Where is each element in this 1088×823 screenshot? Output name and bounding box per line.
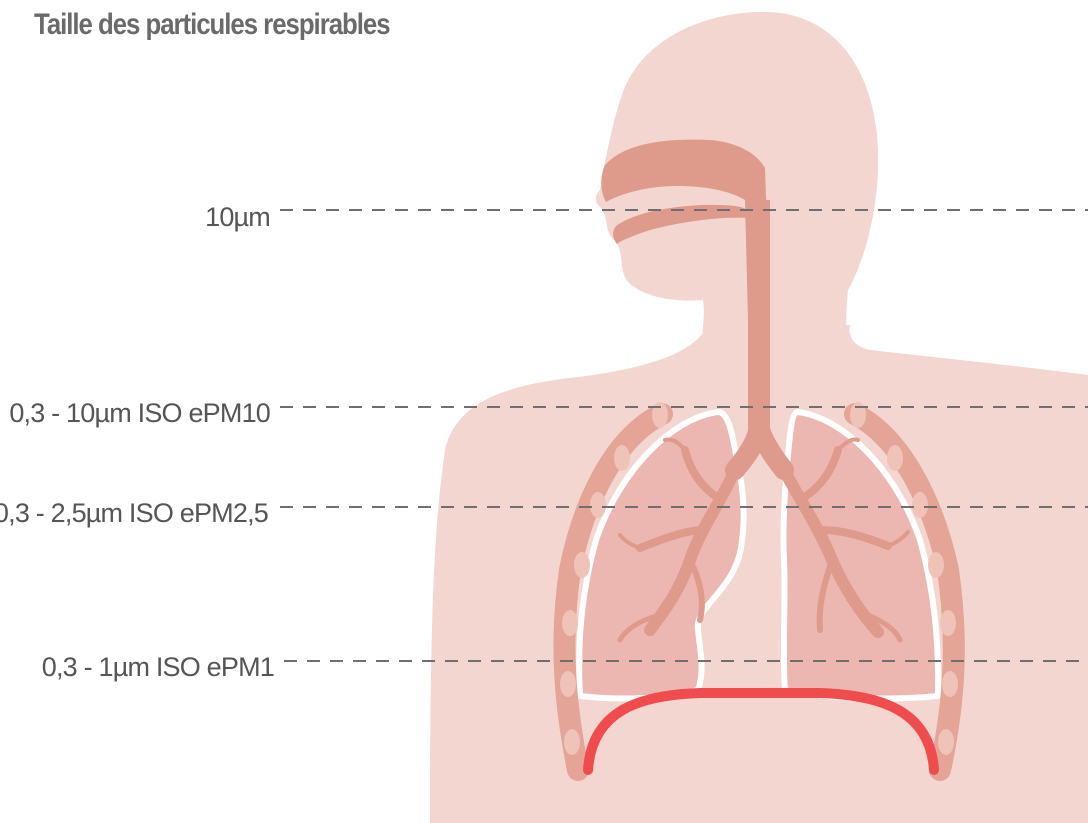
level-label-epm2-5: 0,3 - 2,5µm ISO ePM2,5 xyxy=(0,498,268,528)
level-label-epm1: 0,3 - 1µm ISO ePM1 xyxy=(42,652,274,682)
trachea xyxy=(748,200,770,430)
level-label-epm10: 0,3 - 10µm ISO ePM10 xyxy=(9,398,270,428)
level-label-10um: 10µm xyxy=(205,202,270,232)
